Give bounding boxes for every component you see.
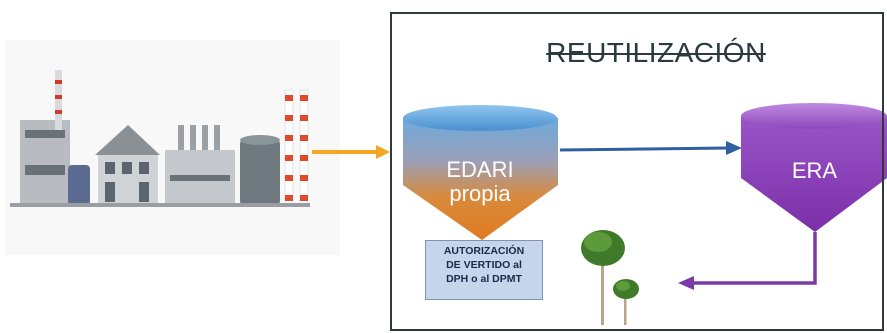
authorization-box: AUTORIZACIÓN DE VERTIDO al DPH o al DPMT — [425, 240, 543, 300]
authorization-line2: DE VERTIDO al — [446, 259, 522, 271]
reuse-box — [390, 12, 884, 331]
edari-label-line1: EDARI — [446, 157, 514, 182]
trees-icon — [581, 230, 639, 325]
era-to-trees-arrow — [678, 232, 817, 290]
edari-label: EDARI propia — [405, 158, 555, 206]
edari-tank-icon — [403, 105, 558, 240]
factory-area — [0, 40, 340, 255]
authorization-line3: DPH o al DPMT — [446, 273, 522, 285]
authorization-line1: AUTORIZACIÓN — [443, 245, 525, 257]
edari-to-era-arrow — [559, 141, 742, 155]
edari-label-line2: propia — [449, 181, 511, 206]
factory-icon — [5, 40, 340, 255]
era-tank-icon — [741, 103, 887, 232]
era-label: ERA — [791, 158, 838, 183]
diagram-title: REUTILIZACIÓN — [546, 37, 766, 68]
inflow-arrow — [312, 145, 390, 159]
